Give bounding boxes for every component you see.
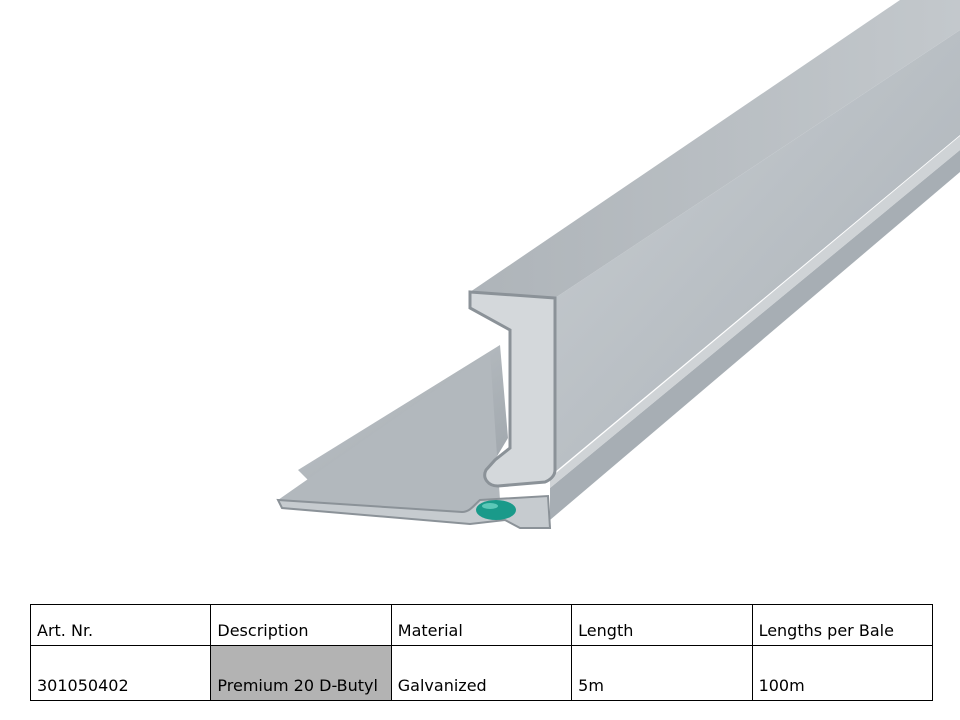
product-image-spacer-profile [276,0,960,529]
cell-material: Galvanized [390,645,573,701]
cell-length: 5m [571,645,753,701]
butyl-seal-highlight [482,503,498,509]
header-description: Description [210,604,392,646]
table-row: 301050402 Premium 20 D-Butyl Galvanized … [29,645,933,701]
header-length: Length [571,604,753,646]
profile-bottom-flange [278,352,500,516]
profile-lower-rail-highlight [550,136,960,488]
butyl-seal [476,500,516,520]
cell-art-nr: 301050402 [29,645,212,701]
spec-table: Art. Nr. Description Material Length Len… [29,604,933,701]
profile-lower-rail [550,150,960,520]
table-header-row: Art. Nr. Description Material Length Len… [29,604,933,646]
profile-cross-section [468,290,557,488]
cell-description: Premium 20 D-Butyl [210,645,392,701]
profile-side-face [555,30,960,472]
cell-lengths-per-bale: 100m [751,645,933,701]
header-lengths-per-bale: Lengths per Bale [751,604,933,646]
profile-top-face [470,0,960,298]
header-art-nr: Art. Nr. [29,604,212,646]
header-material: Material [390,604,573,646]
